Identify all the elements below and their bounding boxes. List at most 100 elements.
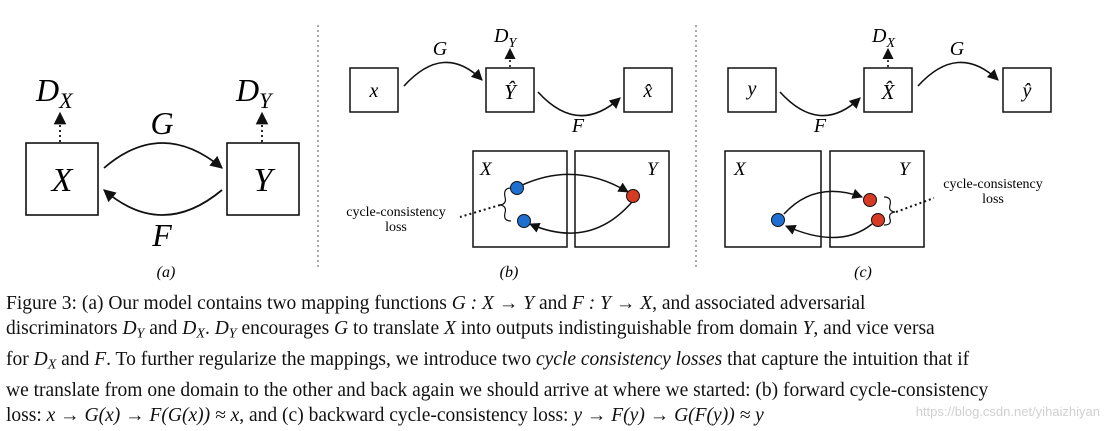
loss-brace	[883, 196, 896, 226]
node-yhat-box	[1002, 67, 1052, 113]
caption-text: loss:	[6, 404, 47, 426]
arrow-g	[917, 61, 999, 87]
caption-math: Y	[802, 318, 814, 340]
domain-x-box	[724, 150, 822, 248]
node-y-box	[727, 67, 777, 113]
loss-label-line1: cycle-consistency	[346, 205, 446, 220]
point-blue-2	[517, 214, 531, 228]
caption-line-4: we translate from one domain to the othe…	[6, 379, 989, 401]
loss-label-line1: cycle-consistency	[943, 177, 1043, 192]
loss-pointer	[459, 204, 501, 218]
arrow-g-label: G	[950, 38, 965, 60]
caption-text: and	[144, 318, 183, 340]
caption-math: G : X → Y	[451, 293, 535, 314]
node-x-label: x	[369, 80, 379, 102]
caption-text: , and vice versa	[813, 318, 935, 340]
caption-math: D	[122, 318, 137, 340]
arrow-f	[537, 91, 621, 117]
figure-3-diagram: X Y DX DY G F (a) x Ŷ x̂ DY G F X Y	[25, 25, 1052, 281]
disc-dy-label: DY	[235, 72, 274, 113]
loss-brace	[499, 187, 512, 222]
domain-y-box	[574, 150, 670, 248]
caption-text: , and associated adversarial	[652, 293, 866, 314]
caption-line-1: Figure 3: (a) Our model contains two map…	[6, 291, 1098, 316]
arrow-g	[103, 142, 223, 169]
domain-x-label: X	[733, 159, 747, 180]
arrow-g	[403, 61, 483, 87]
node-x-box	[349, 67, 399, 113]
arrow-g-label: G	[150, 105, 173, 141]
caption-math: D	[33, 348, 48, 370]
node-y-label: y	[746, 78, 757, 100]
caption-math: x → G(x) → F(G(x)) ≈ x	[46, 404, 240, 426]
caption-text: , and (c) backward cycle-consistency los…	[239, 404, 574, 426]
panel-b-label: (b)	[500, 264, 519, 281]
caption-math-sub: Y	[228, 325, 237, 342]
caption-math: X	[443, 318, 456, 340]
caption-text: .	[204, 318, 215, 340]
node-xhat-box	[623, 67, 673, 113]
node-y-label: Y	[254, 162, 276, 199]
panel-a-label: (a)	[157, 264, 176, 281]
caption-text: for	[6, 348, 34, 370]
arrow-f-label: F	[813, 115, 827, 137]
node-x-label: X	[50, 162, 74, 199]
watermark-url: https://blog.csdn.net/yihaizhiyan	[915, 404, 1100, 419]
node-xhat-box	[863, 67, 913, 113]
domain-x-box	[472, 150, 568, 248]
point-red-2	[871, 213, 885, 227]
cycle-arrow-forward	[519, 173, 629, 193]
domain-y-label: Y	[647, 159, 660, 180]
node-yhat-label: ŷ	[1021, 80, 1032, 102]
caption-text: and	[56, 348, 95, 370]
point-red-1	[863, 193, 877, 207]
disc-dx-label: DX	[871, 25, 895, 51]
caption-text: to translate	[348, 318, 444, 340]
arrow-f-label: F	[571, 115, 585, 137]
caption-text: into outputs indistinguishable from doma…	[455, 318, 803, 340]
loss-pointer	[895, 197, 935, 213]
disc-dy-label: DY	[493, 25, 518, 51]
caption-text: discriminators	[6, 318, 123, 340]
caption-math-sub: Y	[136, 325, 145, 342]
caption-line-3: for DX and F. To further regularize the …	[6, 347, 1098, 378]
panel-c-label: (c)	[854, 264, 872, 281]
domain-y-box	[829, 150, 925, 248]
node-y-box	[226, 142, 300, 216]
panel-a: X Y DX DY G F (a)	[25, 72, 300, 281]
node-xhat-label: X̂	[881, 80, 896, 104]
domain-y-label: Y	[899, 159, 912, 180]
point-blue	[771, 213, 785, 227]
node-yhat-label: Ŷ	[504, 80, 518, 104]
domain-x-label: X	[479, 159, 493, 180]
caption-line-2: discriminators DY and DX. DY encourages …	[6, 316, 1098, 347]
node-yhat-box	[485, 67, 535, 113]
caption-math: D	[182, 318, 197, 340]
arrow-f	[779, 91, 861, 117]
caption-math-sub: X	[47, 356, 57, 373]
caption-math: y → F(y) → G(F(y)) ≈ y	[573, 404, 764, 426]
cycle-arrow-back	[529, 201, 633, 234]
point-red	[626, 189, 640, 203]
caption-text: . To further regularize the mappings, we…	[106, 348, 536, 370]
arrow-f	[103, 189, 223, 216]
caption-math: G	[334, 318, 349, 340]
arrow-f-label: F	[151, 217, 172, 253]
caption-math: F	[94, 348, 107, 370]
caption-emphasis: cycle consistency losses	[535, 348, 723, 370]
arrow-g-label: G	[433, 38, 448, 60]
caption-math: D	[214, 318, 229, 340]
disc-dx-label: DX	[35, 72, 74, 113]
panel-b: x Ŷ x̂ DY G F X Y cycle-consistency loss…	[346, 25, 673, 281]
point-blue-1	[510, 181, 524, 195]
caption-line-5: loss: x → G(x) → F(G(x)) ≈ x, and (c) ba…	[6, 403, 1098, 428]
loss-label-line2: loss	[982, 192, 1004, 207]
figure-caption: Figure 3: (a) Our model contains two map…	[6, 291, 1098, 428]
caption-text: and	[534, 293, 572, 314]
node-x-box	[25, 142, 99, 216]
loss-label-line2: loss	[385, 220, 407, 235]
caption-text: Figure 3: (a) Our model contains two map…	[6, 293, 452, 314]
cycle-arrow-forward	[783, 188, 863, 215]
panel-c: y X̂ ŷ DX F G X Y cycle-consistency loss…	[724, 25, 1052, 281]
node-xhat-label: x̂	[643, 80, 653, 102]
